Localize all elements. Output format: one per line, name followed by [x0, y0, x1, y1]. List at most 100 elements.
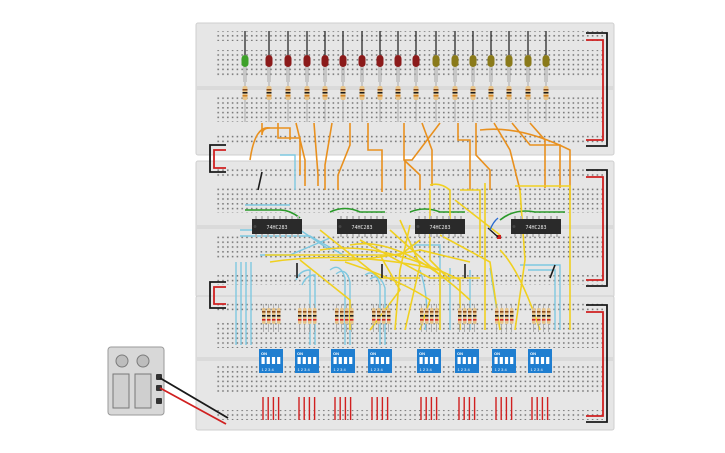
dip-toggle[interactable]: [504, 357, 509, 364]
resistor-array: [495, 304, 514, 332]
dip-on-label: ON: [457, 351, 463, 356]
dip-switch[interactable]: ON 1 2 3 4: [368, 349, 392, 373]
dip-on-label: ON: [333, 351, 339, 356]
led: [321, 31, 329, 122]
dip-toggle[interactable]: [499, 357, 503, 364]
dip-switch[interactable]: ON1 2 3 4: [417, 349, 441, 373]
resistor-array: [262, 304, 281, 332]
dip-toggle[interactable]: [277, 357, 281, 364]
dip-toggle[interactable]: [271, 357, 276, 364]
battery-pack: [107, 346, 229, 425]
dip-toggle[interactable]: [510, 357, 514, 364]
dip-on-label: ON: [370, 351, 376, 356]
dip-numbers: 1 2 3 4: [298, 367, 311, 372]
dip-toggle[interactable]: [338, 357, 342, 364]
resistor: [359, 82, 365, 122]
led: [394, 31, 402, 122]
dip-toggle[interactable]: [435, 357, 439, 364]
dip-numbers: 1 2 3 4: [531, 367, 544, 372]
dip-on-label: ON: [530, 351, 536, 356]
led: [284, 31, 292, 122]
resistor-array: [372, 304, 391, 332]
led-row: [241, 31, 550, 122]
ic-chip: 74HC283: [252, 216, 302, 237]
dip-toggle[interactable]: [424, 357, 428, 364]
dip-toggle[interactable]: [261, 357, 265, 364]
led: [469, 31, 477, 122]
led: [542, 31, 550, 122]
dip-toggle[interactable]: [429, 357, 434, 364]
dip-toggle[interactable]: [349, 357, 353, 364]
dip-toggle[interactable]: [313, 357, 317, 364]
black-jumpers: [257, 171, 556, 279]
resistor: [452, 82, 458, 122]
dip-toggle[interactable]: [370, 357, 374, 364]
resistor: [322, 82, 328, 122]
resistor-array: [335, 304, 354, 332]
dip-on-label: ON: [261, 351, 267, 356]
resistor: [525, 82, 531, 122]
chip-group: 74HC283 74HC283 74HC283 74HC283: [252, 216, 561, 237]
dip-toggle[interactable]: [297, 357, 301, 364]
dip-on-label: ON: [297, 351, 303, 356]
led: [487, 31, 495, 122]
resistor-array: [298, 304, 317, 332]
dip-toggle[interactable]: [540, 357, 545, 364]
dip-on-label: ON: [419, 351, 425, 356]
dip-toggle[interactable]: [266, 357, 270, 364]
dip-toggle[interactable]: [462, 357, 466, 364]
ic-chip: 74HC283: [511, 216, 561, 237]
led: [432, 31, 440, 122]
dip-switch[interactable]: ON 1 2 3 4: [295, 349, 319, 373]
resistor-array: [532, 304, 551, 332]
dip-numbers: 1 2 3 4: [262, 367, 275, 372]
resistor-array: [458, 304, 477, 332]
resistor: [470, 82, 476, 122]
led: [339, 31, 347, 122]
dip-toggle[interactable]: [302, 357, 306, 364]
led: [451, 31, 459, 122]
resistor: [413, 82, 419, 122]
red-jumper: [487, 217, 501, 239]
ic-chip: 74HC283: [337, 216, 387, 237]
led: [505, 31, 513, 122]
resistor: [488, 82, 494, 122]
dip-toggle[interactable]: [333, 357, 337, 364]
dip-toggle[interactable]: [530, 357, 534, 364]
dip-toggle[interactable]: [375, 357, 379, 364]
ic-chip: 74HC283: [415, 216, 465, 237]
dip-toggle[interactable]: [467, 357, 472, 364]
resistor: [506, 82, 512, 122]
resistor: [543, 82, 549, 122]
dip-toggle[interactable]: [307, 357, 312, 364]
dip-toggle[interactable]: [494, 357, 498, 364]
chip-label: 74HC283: [266, 225, 287, 231]
dip-switch[interactable]: ON 1 2 3 4: [528, 349, 552, 373]
dip-switch[interactable]: ON1 2 3 4: [331, 349, 355, 373]
led: [265, 31, 273, 122]
dip-switch[interactable]: ON 1 2 3 4: [259, 349, 283, 373]
dip-numbers: 1 2 3 4: [495, 367, 508, 372]
dip-toggle[interactable]: [419, 357, 423, 364]
dip-toggle[interactable]: [546, 357, 550, 364]
led: [412, 31, 420, 122]
dip-toggle[interactable]: [380, 357, 385, 364]
dip-switch[interactable]: ON1 2 3 4: [455, 349, 479, 373]
resistor: [377, 82, 383, 122]
dip-toggle[interactable]: [343, 357, 348, 364]
led: [524, 31, 532, 122]
resistor-packs: [262, 304, 551, 332]
bottom-red-wires: [262, 397, 549, 420]
dip-toggle[interactable]: [457, 357, 461, 364]
dip-toggle[interactable]: [535, 357, 539, 364]
resistor: [433, 82, 439, 122]
dip-switch[interactable]: ON1 2 3 4: [492, 349, 516, 373]
led: [303, 31, 311, 122]
dip-toggle[interactable]: [386, 357, 390, 364]
dip-toggle[interactable]: [473, 357, 477, 364]
chip-label: 74HC283: [525, 225, 546, 231]
resistor: [285, 82, 291, 122]
dip-numbers: 1 2 3 4: [371, 367, 384, 372]
led: [241, 31, 249, 122]
